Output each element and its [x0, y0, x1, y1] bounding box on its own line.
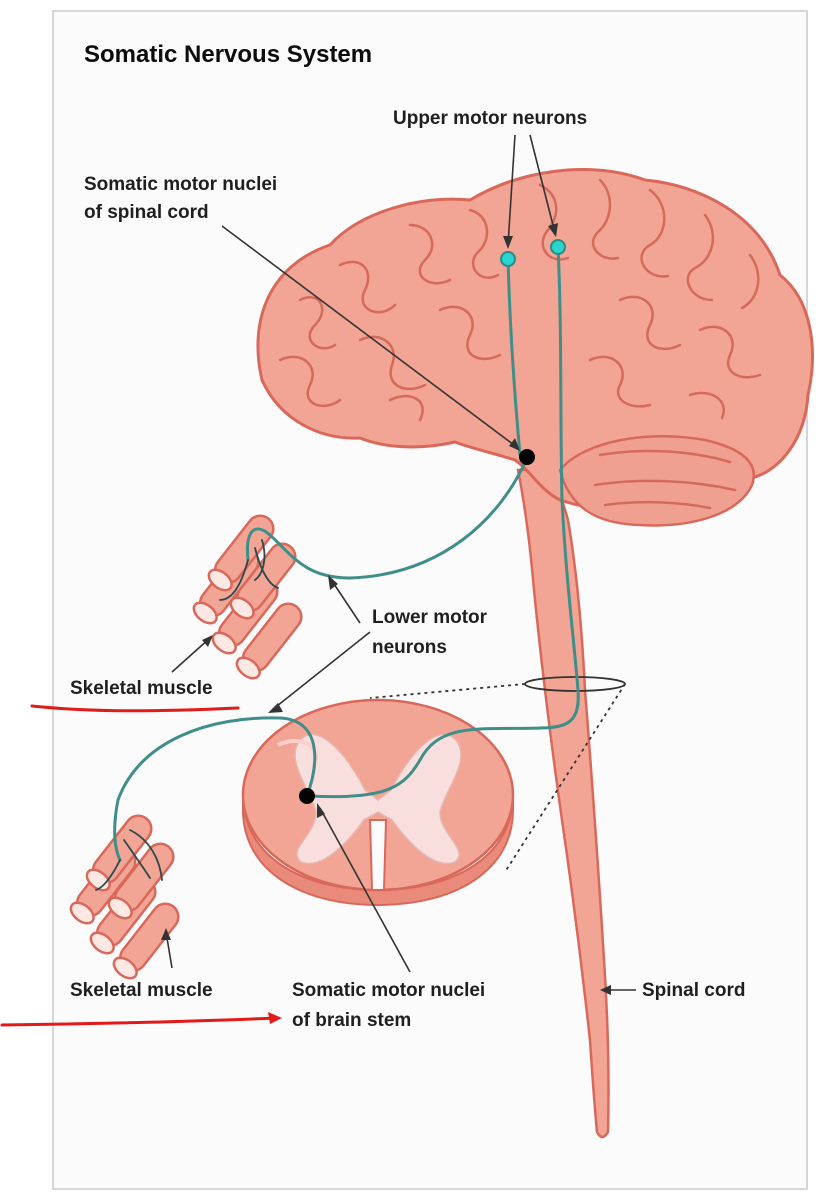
label-somatic-motor-nuclei-brainstem-line2: of brain stem	[292, 1010, 412, 1031]
spinal-nucleus-body	[299, 788, 315, 804]
lower-neuron-axon-spinal	[113, 716, 317, 862]
label-lower-motor-neurons-line1: Lower motor	[372, 607, 488, 628]
label-somatic-motor-nuclei-brainstem-line1: Somatic motor nuclei	[292, 980, 486, 1001]
skeletal-muscle-lower	[69, 814, 180, 980]
label-spinal-cord: Spinal cord	[642, 980, 746, 1001]
red-annotation-arrowhead	[268, 1012, 282, 1024]
label-skeletal-muscle-upper: Skeletal muscle	[70, 678, 213, 699]
spinal-cord	[516, 468, 610, 1139]
upper-neuron-axon-2	[308, 245, 580, 799]
lower-neuron-axon-brain	[245, 456, 529, 580]
upper-motor-neuron-1	[500, 251, 516, 267]
neuron-pathways	[113, 245, 580, 862]
red-annotation-line-1	[30, 704, 240, 713]
brain-gyri	[278, 178, 762, 510]
brainstem-nucleus-body	[519, 449, 535, 465]
skeletal-muscle-upper	[192, 514, 303, 680]
red-annotation-line-2	[0, 1016, 278, 1027]
leader-arrowheads	[161, 223, 611, 995]
label-lower-motor-neurons-line2: neurons	[372, 637, 447, 658]
label-skeletal-muscle-lower: Skeletal muscle	[70, 980, 213, 1001]
spinal-cord-cross-section	[241, 698, 515, 907]
label-upper-motor-neurons: Upper motor neurons	[393, 108, 588, 129]
cerebrum	[256, 168, 814, 512]
muscle-nerve-endings	[95, 539, 279, 891]
upper-motor-neuron-2	[550, 239, 566, 255]
gray-matter	[294, 733, 462, 865]
diagram-title: Somatic Nervous System	[84, 41, 373, 68]
upper-neuron-axon-1	[506, 258, 522, 457]
label-somatic-motor-nuclei-spinal-line1: Somatic motor nuclei	[84, 174, 278, 195]
brain	[256, 168, 814, 527]
label-somatic-motor-nuclei-spinal-line2: of spinal cord	[84, 202, 209, 223]
